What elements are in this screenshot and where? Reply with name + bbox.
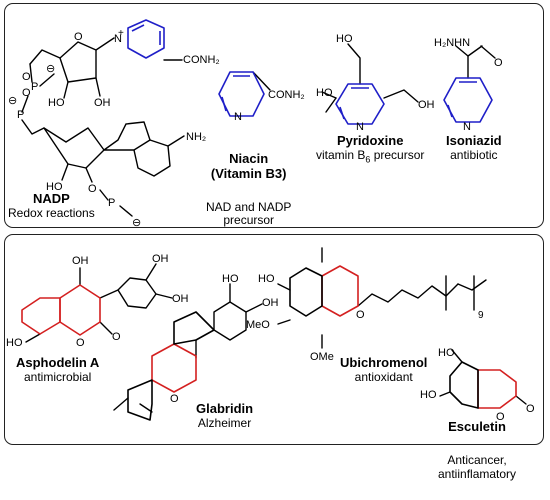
isoniazid-o: O xyxy=(494,57,503,69)
esculetin-label: Esculetin Anticancer, antiinflamatory xyxy=(438,402,516,500)
nadp-p2: P xyxy=(17,109,24,121)
nadp-minus3: ⊖ xyxy=(132,217,141,229)
compound-desc: Redox reactions xyxy=(8,205,95,220)
asphodelin-chromene-ring xyxy=(59,284,101,336)
compound-desc: Anticancer, antiinflamatory xyxy=(438,452,517,481)
glabridin-chromene-ring xyxy=(151,343,197,393)
isoniazid-h2nhn: H₂NHN xyxy=(434,37,470,49)
pyridoxine-label: Pyridoxine vitamin B6 precursor xyxy=(316,133,425,165)
isoniazid-structure xyxy=(455,45,496,79)
compound-desc: vitamin B6 precursor xyxy=(316,147,425,165)
isoniazid-pyridine-ring xyxy=(443,77,493,123)
ubi-ho: HO xyxy=(258,273,275,285)
asphodelin-structure xyxy=(25,263,173,343)
ubi-ome: OMe xyxy=(310,351,334,363)
ubichromenol-structure xyxy=(277,247,487,349)
asphodelin-label: Asphodelin A antimicrobial xyxy=(16,355,100,385)
nadp-conh2: CONH₂ xyxy=(183,54,220,66)
escu-o-keto: O xyxy=(526,403,535,415)
glab-oh: OH xyxy=(262,297,279,309)
ubi-sub9: 9 xyxy=(478,310,484,321)
asph-ho: HO xyxy=(6,337,23,349)
pyridoxine-ho: HO xyxy=(336,33,353,45)
pyridoxine-oh: OH xyxy=(418,99,435,111)
nadp-o-p3: O xyxy=(88,183,97,195)
niacin-conh2: CONH₂ xyxy=(268,89,305,101)
niacin-pyridine-ring xyxy=(218,71,265,117)
glab-o: O xyxy=(170,393,179,405)
escu-o: O xyxy=(496,411,505,423)
pyridoxine-pyridine-ring xyxy=(335,83,385,125)
esculetin-structure xyxy=(439,349,527,405)
nadp-nh2: NH₂ xyxy=(186,131,206,143)
glabridin-label: Glabridin Alzheimer xyxy=(196,401,254,431)
pyridoxine-structure xyxy=(321,43,419,113)
nadp-ho1: HO xyxy=(48,97,65,109)
compound-name: Niacin (Vitamin B3) xyxy=(210,151,287,182)
niacin-label: Niacin (Vitamin B3) NAD and NADP precurs… xyxy=(206,134,291,247)
asph-o-ring: O xyxy=(76,337,85,349)
nadp-p3: P xyxy=(108,197,115,209)
pyridoxine-n: N xyxy=(356,121,364,133)
compound-name: NADP xyxy=(32,191,70,206)
nadp-o1: O xyxy=(22,71,31,83)
ubichromenol-label: Ubichromenol antioxidant xyxy=(340,355,428,385)
ubi-o: O xyxy=(356,309,365,321)
nadp-minus2: ⊖ xyxy=(8,95,17,107)
bottom-panel xyxy=(4,234,544,445)
escu-ho1: HO xyxy=(438,347,455,359)
compound-desc: NAD and NADP precursor xyxy=(206,199,292,228)
compound-desc: Alzheimer xyxy=(197,415,252,430)
compound-name: Asphodelin A xyxy=(16,355,100,370)
compound-name: Esculetin xyxy=(448,419,506,435)
asph-oh1: OH xyxy=(72,255,89,267)
nadp-pyridinium-ring xyxy=(127,19,165,59)
structures-canvas: N + CONH₂ O O P O P ⊖ ⊖ HO OH NH₂ HO O P… xyxy=(6,19,535,423)
asph-o-keto: O xyxy=(112,331,121,343)
nadp-structure xyxy=(21,37,185,217)
asph-oh3: OH xyxy=(172,293,189,305)
niacin-n: N xyxy=(234,111,242,123)
ubi-meo: MeO xyxy=(246,319,270,331)
glab-ho: HO xyxy=(222,273,239,285)
compound-name: Glabridin xyxy=(196,401,254,416)
nadp-o2: O xyxy=(22,87,31,99)
pyridoxine-ho2: HO xyxy=(316,87,333,99)
escu-ho2: HO xyxy=(420,389,437,401)
compound-name: Isoniazid xyxy=(446,133,502,148)
compound-desc: antioxidant xyxy=(354,369,413,384)
compound-desc: antimicrobial xyxy=(23,369,92,384)
ubichromenol-chromene-ring xyxy=(321,265,359,317)
compound-name: Ubichromenol xyxy=(340,355,428,370)
nadp-oh1: OH xyxy=(94,97,111,109)
compound-desc: antibiotic xyxy=(450,147,498,162)
niacin-structure xyxy=(252,71,271,91)
compound-name: Pyridoxine xyxy=(336,133,404,148)
asph-oh2: OH xyxy=(152,253,169,265)
atom-nplus: N xyxy=(114,33,122,45)
isoniazid-n: N xyxy=(463,121,471,133)
glabridin-structure xyxy=(113,283,263,413)
nadp-ho2: HO xyxy=(46,181,63,193)
top-panel xyxy=(4,3,544,228)
atom-plus: + xyxy=(118,28,124,39)
isoniazid-label: Isoniazid antibiotic xyxy=(446,133,502,163)
nadp-minus1: ⊖ xyxy=(46,63,55,75)
nadp-p1: P xyxy=(31,81,38,93)
nadp-label: NADP Redox reactions xyxy=(8,191,95,221)
nadp-o-ring: O xyxy=(74,31,83,43)
